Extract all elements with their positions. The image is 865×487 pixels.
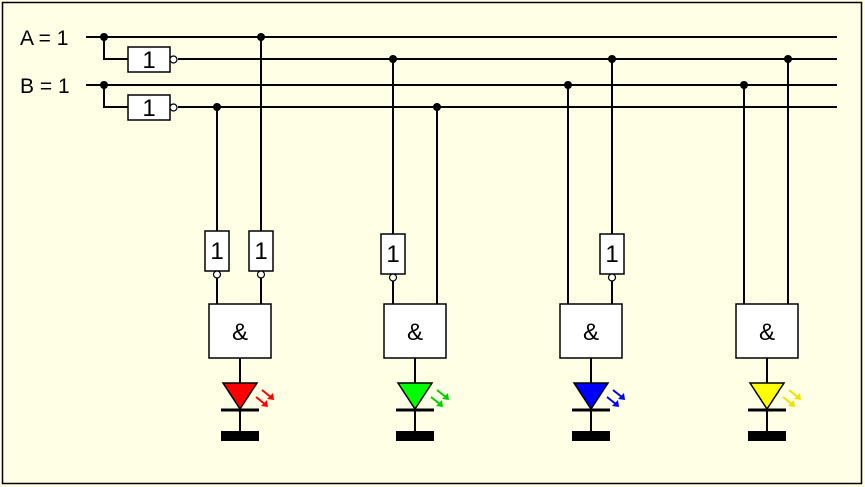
led-outputs: [221, 382, 801, 441]
inversion-bubble: [212, 270, 222, 279]
inverter-symbol: 1: [605, 241, 618, 268]
junction-dot: [784, 55, 792, 63]
junction-dots: [100, 33, 792, 111]
junction-dot: [740, 81, 748, 89]
junction-dot: [100, 81, 108, 89]
inversion-bubble: [256, 270, 266, 279]
and-symbol: &: [583, 319, 599, 346]
inverter-symbol: 1: [386, 241, 399, 268]
inverter-box: [127, 46, 171, 73]
and-gate-box: [735, 303, 799, 359]
c4-and-gate: &: [735, 303, 799, 359]
c1-inverter-left: 1: [204, 230, 230, 279]
inverter-box: [204, 230, 230, 272]
input-b-label: B = 1: [20, 75, 70, 98]
and-gate-box: [559, 303, 623, 359]
ground-bar: [396, 431, 434, 441]
inverter-symbol: 1: [210, 238, 223, 265]
yellow-led: [748, 382, 801, 441]
junction-dot: [389, 55, 397, 63]
inverter-box: [127, 94, 171, 121]
and-symbol: &: [232, 319, 248, 346]
inverter-symbol: 1: [142, 47, 155, 74]
junction-dot: [257, 33, 265, 41]
inversion-bubble: [388, 273, 398, 282]
inversion-bubble: [169, 55, 178, 64]
inverter-b-feed: [103, 85, 128, 108]
led-triangle: [221, 382, 259, 411]
c1-inverter-right: 1: [248, 230, 274, 279]
led-triangle: [572, 382, 610, 411]
c1-and-gate: &: [208, 303, 272, 359]
green-led: [396, 382, 449, 441]
ground-bar: [748, 431, 786, 441]
c3-inverter-right: 1: [599, 233, 625, 282]
inverter-box: [380, 233, 406, 275]
led-triangle: [396, 382, 434, 411]
c2-inverter-left: 1: [380, 233, 406, 282]
input-a-label: A = 1: [20, 27, 68, 50]
emission-arrows-icon: [606, 389, 625, 407]
junction-dot: [100, 33, 108, 41]
led-triangle: [748, 382, 786, 411]
inverter-b: 1: [127, 94, 178, 122]
junction-dot: [433, 103, 441, 111]
and-symbol: &: [407, 319, 423, 346]
c3-and-gate: &: [559, 303, 623, 359]
emission-arrows-icon: [782, 389, 801, 407]
junction-dot: [213, 103, 221, 111]
junction-dot: [564, 81, 572, 89]
blue-led: [572, 382, 625, 441]
junction-dot: [608, 55, 616, 63]
and-gate-box: [208, 303, 272, 359]
and-gate-box: [383, 303, 447, 359]
ground-bar: [572, 431, 610, 441]
inverter-symbol: 1: [254, 238, 267, 265]
inversion-bubble: [607, 273, 617, 282]
inverter-a-feed: [103, 37, 128, 60]
inverter-a: 1: [127, 46, 178, 74]
emission-arrows-icon: [430, 389, 449, 407]
inversion-bubble: [169, 103, 178, 112]
and-symbol: &: [759, 319, 775, 346]
c2-and-gate: &: [383, 303, 447, 359]
emission-arrows-icon: [255, 389, 274, 407]
inverter-symbol: 1: [142, 95, 155, 122]
ground-bar: [221, 431, 259, 441]
red-led: [221, 382, 274, 441]
